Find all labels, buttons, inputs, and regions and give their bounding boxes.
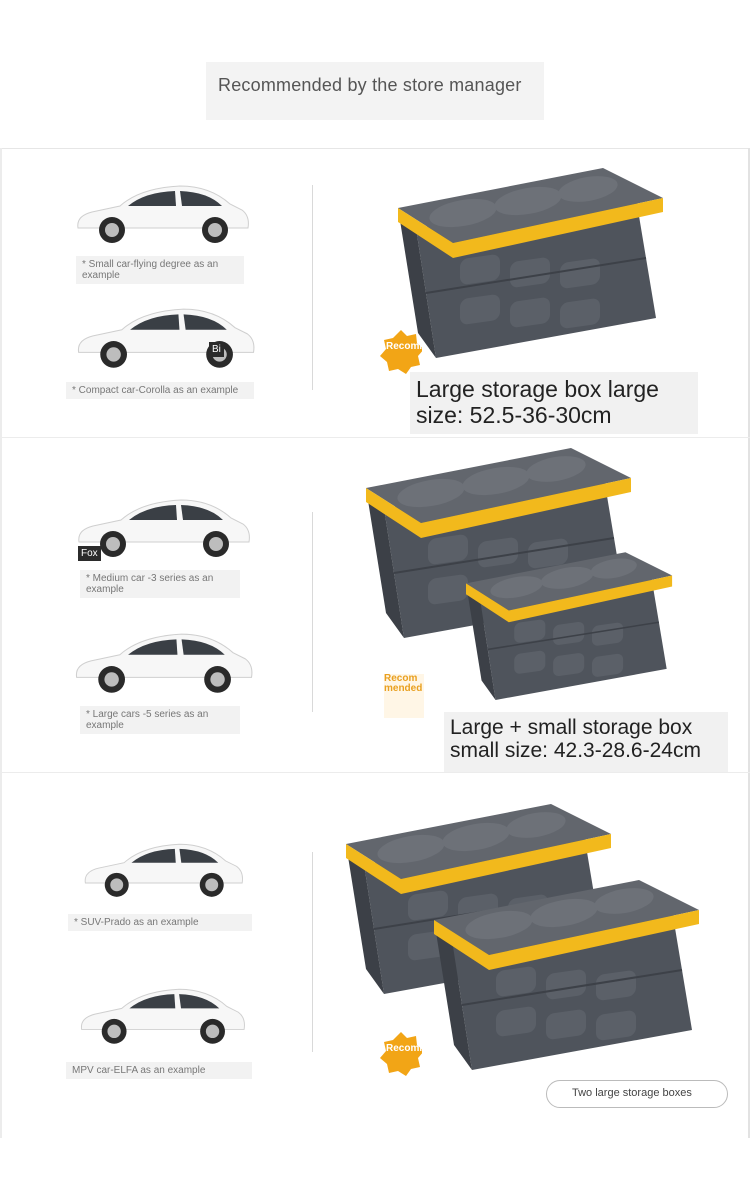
car-caption: * SUV-Prado as an example: [68, 914, 252, 931]
box-size-title: Large storage box large size: 52.5-36-30…: [410, 372, 698, 434]
column-divider: [312, 512, 313, 712]
badge-label: Recommended: [386, 1044, 422, 1054]
car-tag: Fox: [78, 546, 101, 561]
header-banner: [206, 62, 544, 120]
frame-left-border: [0, 148, 2, 1138]
car-tag: Bi: [209, 342, 224, 357]
suv-icon: [84, 843, 243, 898]
page-title: Recommended by the store manager: [218, 75, 522, 95]
badge-label: Recommended: [384, 674, 424, 718]
column-divider: [312, 185, 313, 390]
section-divider: [0, 772, 750, 773]
badge-label: Recommended: [386, 342, 422, 352]
mpv-van-icon: [80, 988, 245, 1045]
box-size-pill: [546, 1080, 728, 1108]
car-caption: * Compact car-Corolla as an example: [66, 382, 254, 399]
large-storage-box-image: [398, 168, 664, 359]
small-storage-box-image: [466, 551, 673, 701]
car-caption: * Small car-flying degree as an example: [76, 256, 244, 284]
frame-right-border: [748, 148, 750, 1138]
content-frame: [0, 148, 750, 1138]
recommended-badge-icon: [380, 330, 422, 374]
column-divider: [312, 852, 313, 1052]
sedan-car-icon: [77, 308, 255, 369]
recommended-badge-icon: [380, 1032, 422, 1076]
luxury-sedan-icon: [75, 633, 253, 694]
car-caption: * Large cars -5 series as an example: [80, 706, 240, 734]
box-size-title: Two large storage boxes: [572, 1087, 692, 1099]
car-caption: * Medium car -3 series as an example: [80, 570, 240, 598]
hatchback-car-icon: [77, 185, 249, 244]
box-size-title: Large + small storage box small size: 42…: [444, 712, 728, 772]
car-caption: MPV car-ELFA as an example: [66, 1062, 252, 1079]
large-storage-box-image: [434, 880, 700, 1071]
section-divider: [0, 437, 750, 438]
